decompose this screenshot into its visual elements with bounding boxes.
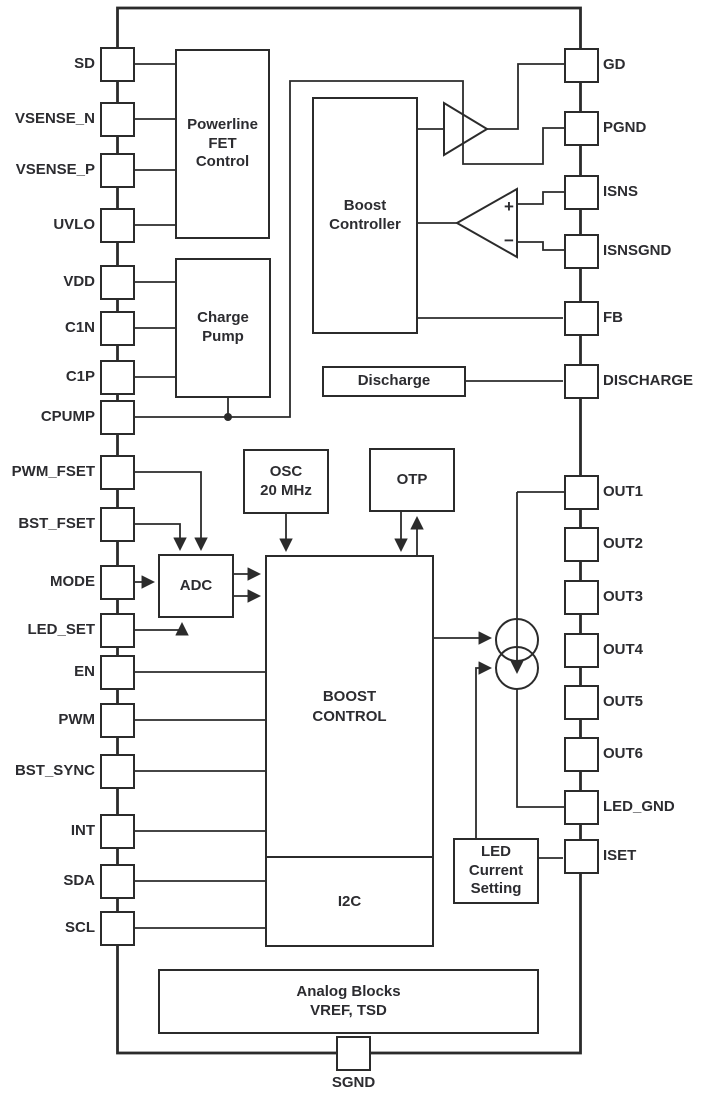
pin-label-discharge: DISCHARGE: [603, 372, 694, 389]
pin-iset: [564, 839, 599, 874]
pin-label-int: INT: [70, 822, 95, 839]
wires: [133, 63, 565, 929]
pin-out6: [564, 737, 599, 772]
pin-isnsgnd: [564, 234, 599, 269]
pin-label-c1n: C1N: [64, 319, 95, 336]
pin-uvlo: [100, 208, 135, 243]
current-source-bottom-circle-icon: [495, 646, 539, 690]
pin-c1p: [100, 360, 135, 395]
pin-label-en: EN: [74, 663, 95, 680]
i2c-label: I2C: [337, 893, 362, 910]
pin-label-isns: ISNS: [603, 183, 639, 200]
boost-controller-block: Boost Controller: [312, 97, 418, 334]
pin-label-sda: SDA: [63, 872, 95, 889]
discharge-label: Discharge: [357, 372, 431, 390]
pin-label-iset: ISET: [603, 847, 637, 864]
pin-label-mode: MODE: [50, 573, 95, 590]
pin-out4: [564, 633, 599, 668]
boost-control-label: BOOST CONTROL: [312, 688, 387, 725]
pin-pwm-fset: [100, 455, 135, 490]
pin-label-out3: OUT3: [603, 588, 644, 605]
pin-label-out4: OUT4: [603, 641, 644, 658]
pin-label-sd: SD: [74, 55, 95, 72]
pin-bst-sync: [100, 754, 135, 789]
osc-block: OSC 20 MHz: [243, 449, 329, 514]
pin-label-pwm: PWM: [58, 711, 95, 728]
powerline-fet-control-block: Powerline FET Control: [175, 49, 270, 239]
pin-sgnd: [336, 1036, 371, 1071]
pin-label-led-gnd: LED_GND: [603, 798, 675, 815]
pin-label-out1: OUT1: [603, 483, 644, 500]
pin-label-out2: OUT2: [603, 535, 644, 552]
pin-pgnd: [564, 111, 599, 146]
pin-led-set: [100, 613, 135, 648]
otp-label: OTP: [396, 470, 428, 488]
boost-control-section: BOOST CONTROL: [267, 557, 432, 858]
adc-block: ADC: [158, 554, 234, 618]
pin-label-led-set: LED_SET: [27, 621, 95, 638]
led-current-setting-block: LED Current Setting: [453, 838, 539, 904]
led-current-setting-label: LED Current Setting: [468, 842, 524, 898]
pin-vdd: [100, 265, 135, 300]
adc-label: ADC: [179, 576, 213, 594]
analog-blocks-block: Analog Blocks VREF, TSD: [158, 969, 539, 1034]
pin-label-scl: SCL: [65, 919, 95, 936]
pin-out3: [564, 580, 599, 615]
arrow-wires: [133, 471, 524, 838]
pin-vsense-p: [100, 153, 135, 188]
pin-scl: [100, 911, 135, 946]
pin-label-out5: OUT5: [603, 693, 644, 710]
pin-label-bst-sync: BST_SYNC: [14, 762, 95, 779]
charge-pump-block: Charge Pump: [175, 258, 271, 398]
pin-label-sgnd: SGND: [331, 1074, 376, 1091]
pin-label-pwm-fset: PWM_FSET: [11, 463, 95, 480]
pin-label-fb: FB: [603, 309, 623, 326]
pin-sda: [100, 864, 135, 899]
pin-out2: [564, 527, 599, 562]
pin-sd: [100, 47, 135, 82]
discharge-block: Discharge: [322, 366, 466, 397]
pin-out5: [564, 685, 599, 720]
pin-gd: [564, 48, 599, 83]
pin-isns: [564, 175, 599, 210]
boost-controller-label: Boost Controller: [329, 196, 401, 233]
pin-bst-fset: [100, 507, 135, 542]
pin-label-bst-fset: BST_FSET: [18, 515, 95, 532]
comparator-icon: [454, 187, 518, 259]
gate-driver-buffer-icon: [443, 101, 489, 157]
pin-mode: [100, 565, 135, 600]
osc-label: OSC 20 MHz: [260, 462, 312, 499]
i2c-section: I2C: [267, 858, 432, 945]
pin-out1: [564, 475, 599, 510]
pin-label-out6: OUT6: [603, 745, 644, 762]
pin-pwm: [100, 703, 135, 738]
analog-blocks-label: Analog Blocks VREF, TSD: [296, 982, 401, 1019]
comparator-minus-sign: −: [504, 231, 514, 250]
pin-label-vdd: VDD: [63, 273, 95, 290]
pin-discharge: [564, 364, 599, 399]
pin-en: [100, 655, 135, 690]
current-source-top-circle-icon: [495, 618, 539, 662]
powerline-fet-control-label: Powerline FET Control: [187, 115, 258, 171]
comparator-plus-sign: +: [504, 197, 514, 216]
pin-label-cpump: CPUMP: [40, 408, 95, 425]
pin-label-uvlo: UVLO: [53, 216, 95, 233]
junction-dot: [224, 413, 232, 421]
pin-label-vsense-n: VSENSE_N: [14, 110, 95, 127]
pin-label-pgnd: PGND: [603, 119, 647, 136]
pin-c1n: [100, 311, 135, 346]
pin-cpump: [100, 400, 135, 435]
pin-label-c1p: C1P: [65, 368, 95, 385]
pin-vsense-n: [100, 102, 135, 137]
pin-int: [100, 814, 135, 849]
boost-control-block: BOOST CONTROL I2C: [265, 555, 434, 947]
pin-label-vsense-p: VSENSE_P: [15, 161, 95, 178]
pin-fb: [564, 301, 599, 336]
pin-label-gd: GD: [603, 56, 626, 73]
charge-pump-label: Charge Pump: [197, 309, 249, 345]
otp-block: OTP: [369, 448, 455, 512]
pin-label-isnsgnd: ISNSGND: [603, 242, 672, 259]
pin-led-gnd: [564, 790, 599, 825]
